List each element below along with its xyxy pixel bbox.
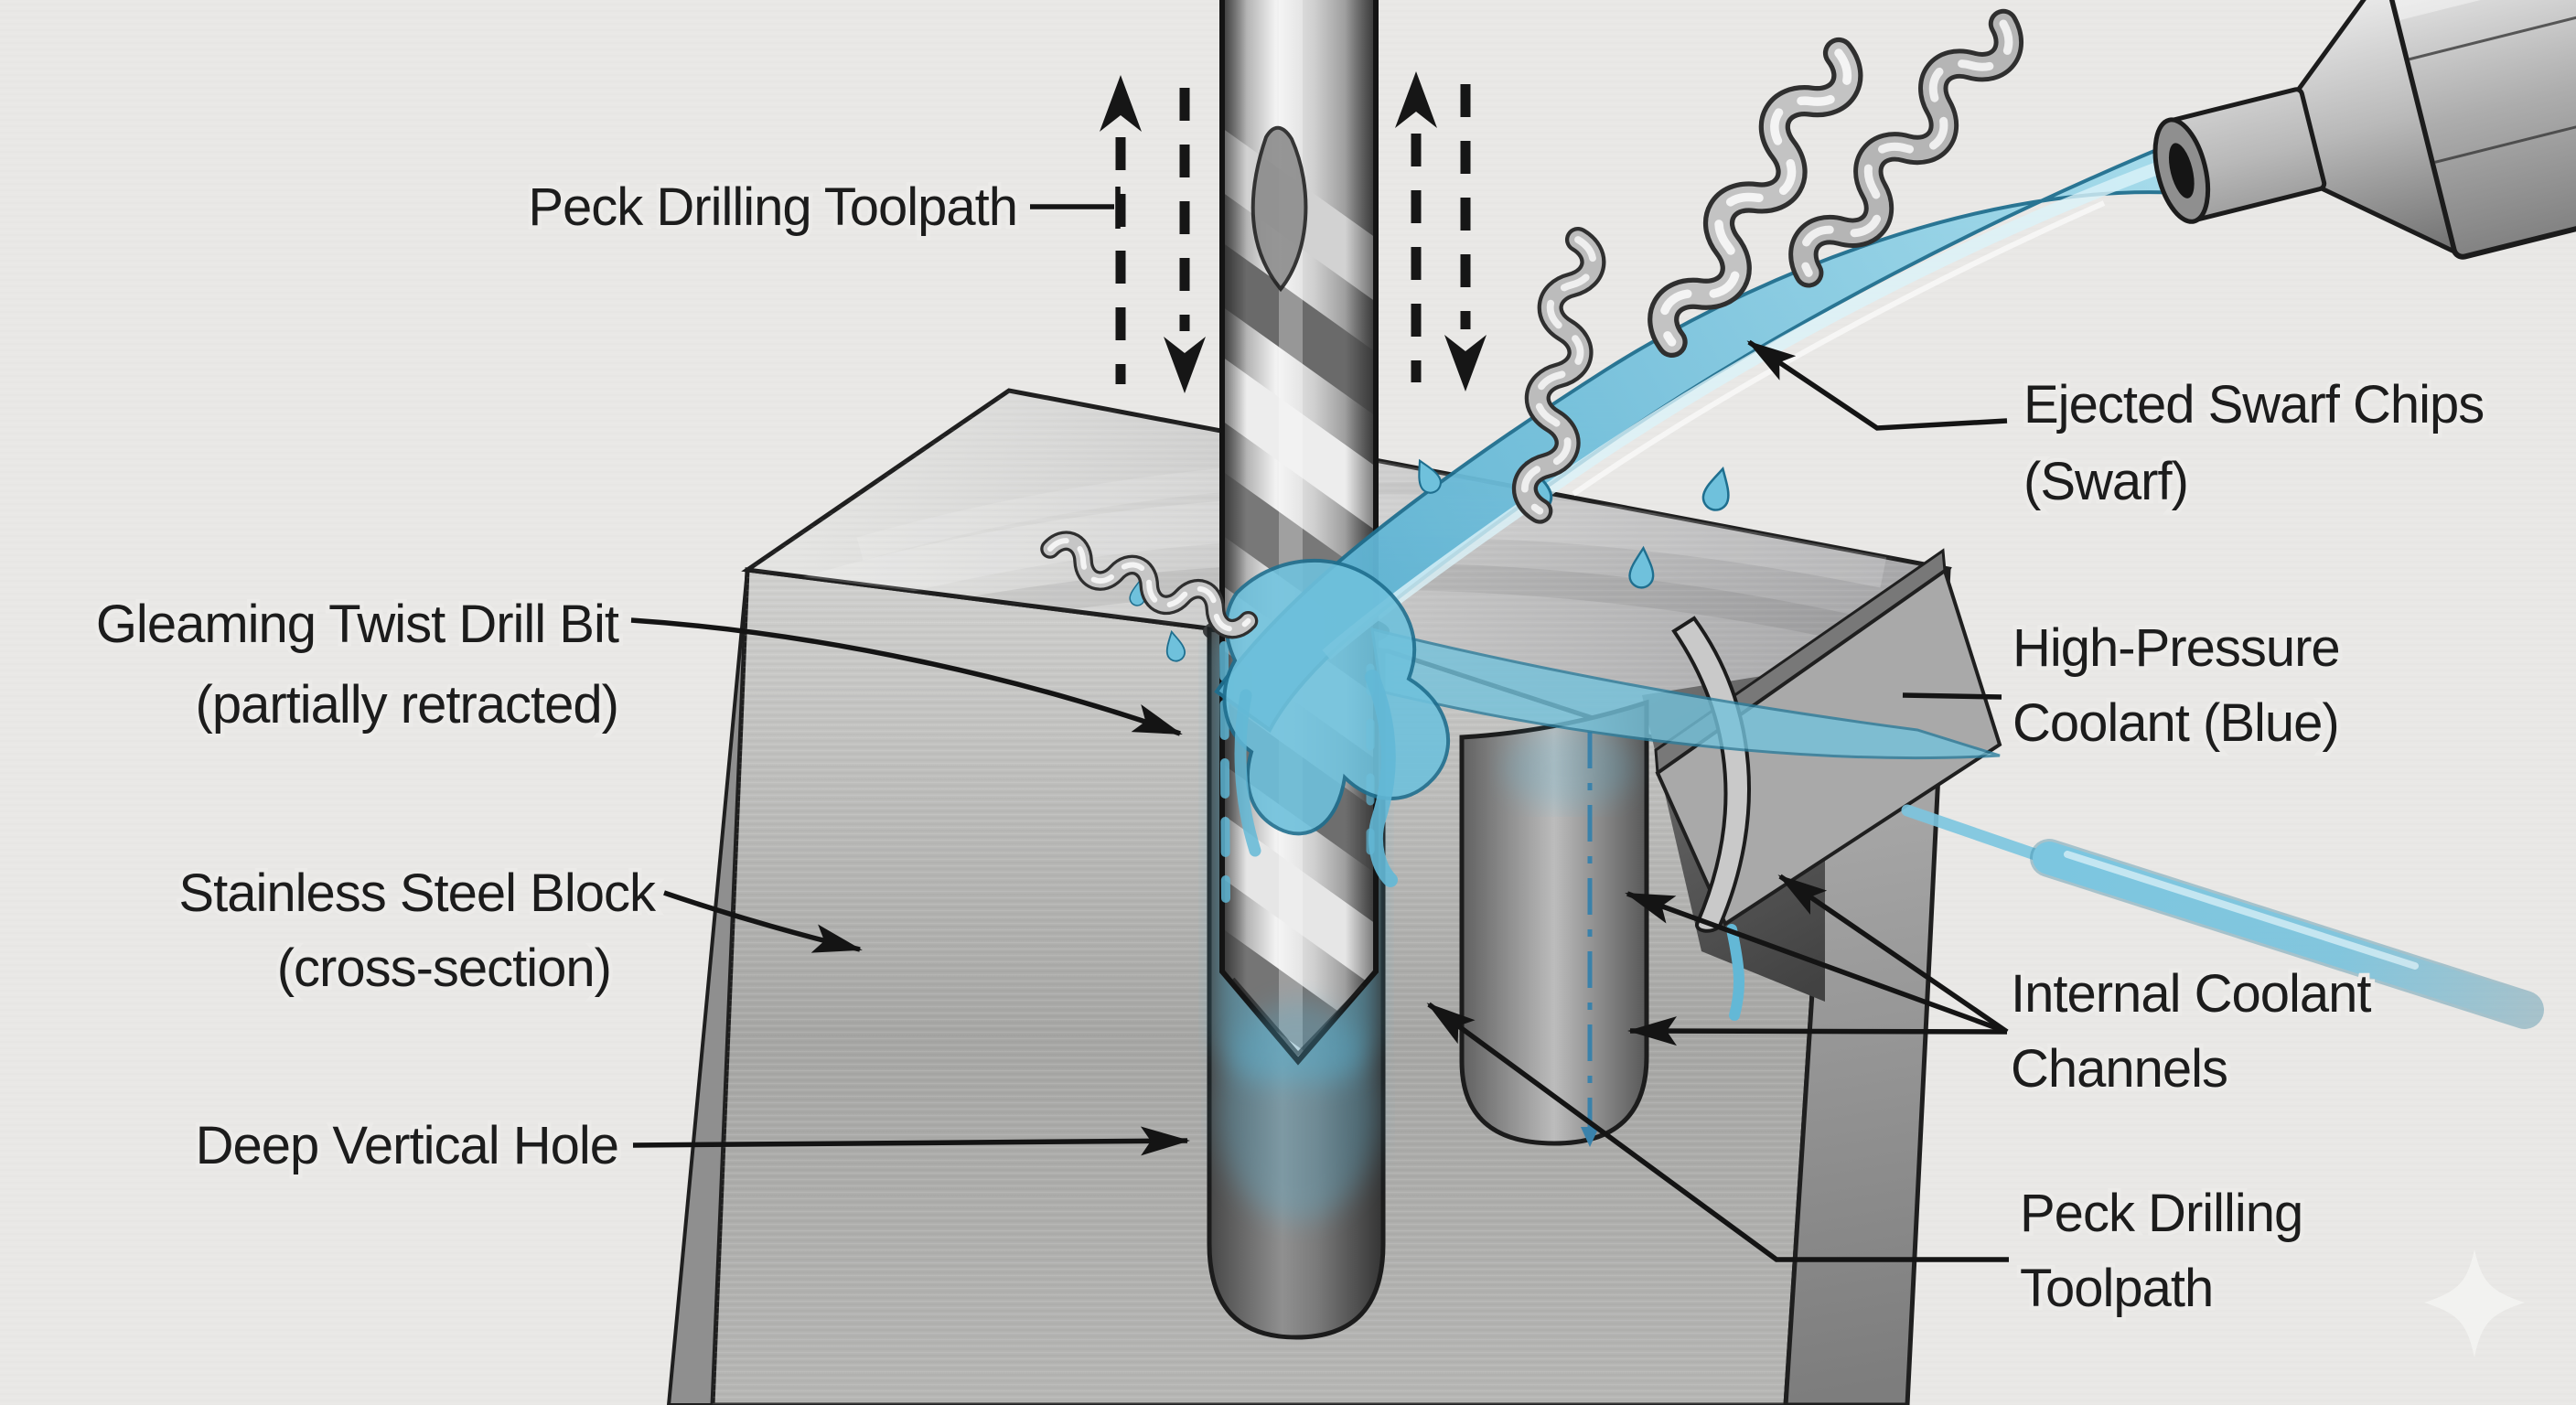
splash-runnel (1234, 689, 1261, 857)
coolant-trickle-left-wall (1219, 641, 1230, 903)
label-swarf-line2: (Swarf) (2023, 452, 2188, 511)
leader-lines (630, 187, 2009, 1262)
jet-tail (1901, 804, 2057, 866)
label-block-line2: (cross-section) (277, 938, 611, 998)
splash-runnel (1365, 670, 1398, 887)
coolant-sheet-on-top-face (1370, 627, 2001, 760)
leader-channels-1 (1627, 1016, 2008, 1046)
label-block-line1: Stainless Steel Block (178, 863, 657, 923)
leader-hole (632, 1126, 1190, 1156)
label-peck-bottom-line2: Toolpath (2020, 1259, 2213, 1318)
label-swarf-line1: Ejected Swarf Chips (2023, 375, 2484, 434)
label-drill-bit-line1: Gleaming Twist Drill Bit (96, 595, 619, 654)
high-pressure-coolant (1128, 133, 2196, 1021)
sparkle-watermark-icon (2424, 1249, 2525, 1357)
leader-peck-bottom (1426, 1002, 2009, 1262)
flute-runout (1250, 125, 1308, 293)
leader-channels-2 (1777, 874, 2009, 1035)
leader-channels-3 (1625, 891, 2008, 1035)
coolant-nozzle (2152, 0, 2576, 260)
stream-highlight (1322, 155, 2180, 660)
coolant-glow-below-tip (1218, 1002, 1379, 1221)
label-drill-bit-line2: (partially retracted) (196, 675, 618, 735)
label-coolant-line1: High-Pressure (2012, 618, 2340, 678)
nut-facet-line (2431, 117, 2576, 165)
toolpath-arrowheads (1100, 71, 1487, 393)
arrow-down-icon (1164, 337, 1206, 393)
label-peck-drilling-toolpath-top: Peck Drilling Toolpath (528, 177, 1017, 237)
label-coolant-line2: Coolant (Blue) (2012, 693, 2339, 753)
centerline-arrow-icon (1581, 1127, 1599, 1147)
label-peck-bottom-line1: Peck Drilling (2020, 1184, 2302, 1243)
internal-channel-jet (1901, 804, 2544, 1029)
coolant-trickle-pocket (1726, 924, 1744, 1021)
label-deep-vertical-hole: Deep Vertical Hole (196, 1116, 618, 1175)
leader-swarf (1746, 339, 2008, 431)
arrow-down-icon (1444, 335, 1487, 391)
channel-coolant-glow (1503, 728, 1635, 809)
stream-highlight-thin (1572, 200, 2106, 497)
coolant-stream (1214, 133, 2196, 733)
jet-body (2033, 842, 2539, 1025)
arrow-up-icon (1395, 71, 1437, 128)
label-channels-line1: Internal Coolant (2011, 964, 2371, 1024)
label-channels-line2: Channels (2011, 1039, 2227, 1099)
nut-facet-line (2406, 14, 2576, 61)
nozzle-bore (2168, 143, 2195, 198)
jet-highlight (2064, 851, 2419, 970)
peck-toolpath-arrows (1115, 84, 1471, 384)
leader-drill-bit (630, 617, 1183, 736)
leader-block (663, 890, 863, 953)
arrow-up-icon (1100, 75, 1142, 132)
leader-coolant (1902, 692, 2002, 700)
labels: Peck Drilling Toolpath Gleaming Twist Dr… (91, 174, 2488, 1323)
